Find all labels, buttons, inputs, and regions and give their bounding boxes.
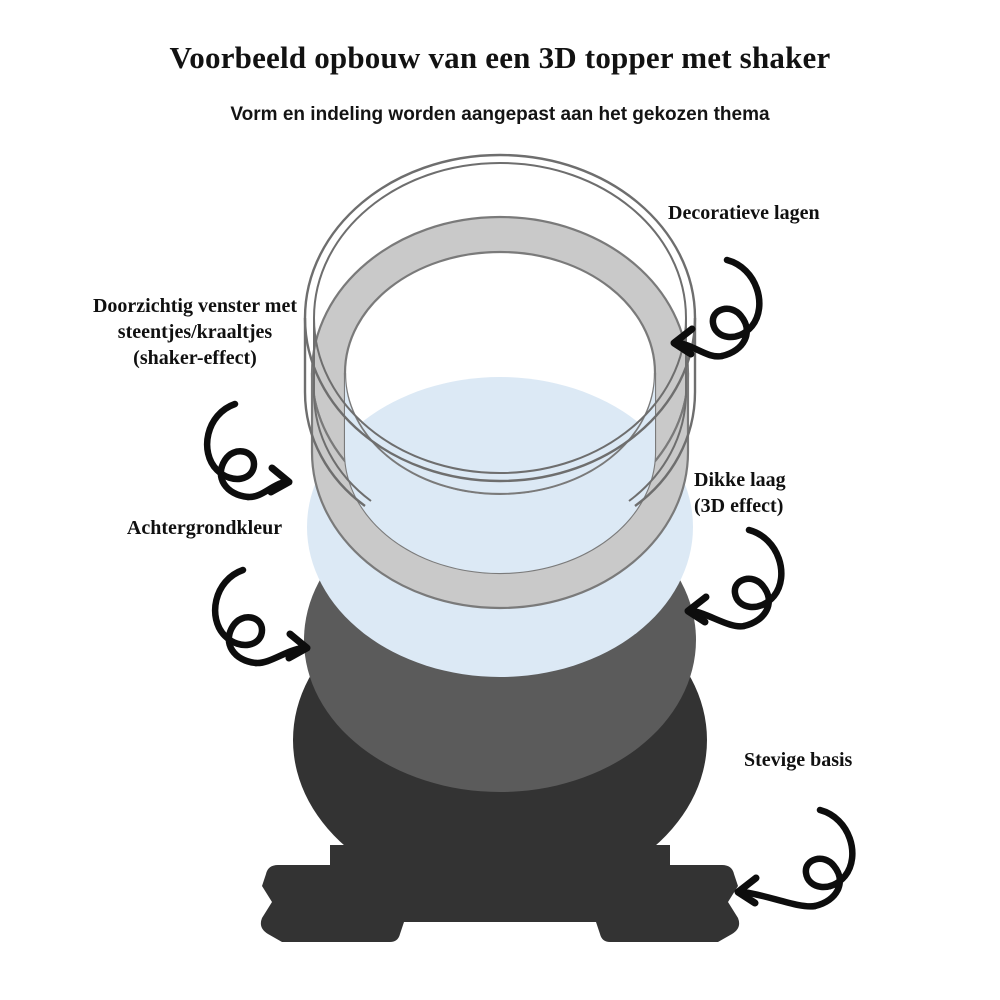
annotation-decorative-layers: Decoratieve lagen (668, 202, 820, 224)
layer-transparent-window (303, 153, 697, 507)
page-subtitle: Vorm en indeling worden aangepast aan he… (230, 104, 770, 125)
arrow-decorative (670, 256, 763, 360)
layer-decorative-ring (310, 215, 690, 610)
annotation-background-color: Achtergrondkleur (126, 517, 283, 539)
annotation-sturdy-base: Stevige basis (744, 749, 853, 771)
page-title: Voorbeeld opbouw van een 3D topper met s… (169, 40, 831, 75)
arrow-window (203, 400, 293, 501)
arrow-base (734, 806, 856, 910)
annotation-thick-layer: Dikke laag (3D effect) (694, 469, 786, 517)
arrow-thick (684, 526, 785, 630)
arrow-background (211, 566, 311, 667)
annotation-transparent-window: Doorzichtig venster met steentjes/kraalt… (92, 295, 297, 369)
